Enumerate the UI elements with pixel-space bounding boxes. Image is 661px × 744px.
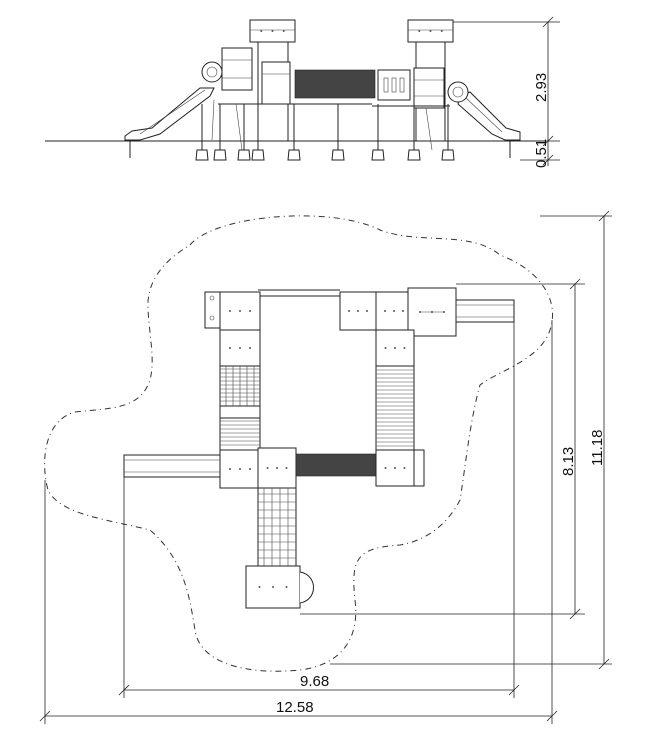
steering-panel bbox=[204, 291, 221, 329]
safety-zone-boundary bbox=[44, 215, 554, 672]
crawl-tunnel bbox=[294, 69, 376, 99]
left-slide-plan bbox=[123, 454, 221, 478]
elevation-deck-label: 0.51 bbox=[533, 139, 550, 168]
right-panel bbox=[413, 449, 425, 487]
elevation-height-label: 2.93 bbox=[533, 73, 550, 102]
left-tower-panel bbox=[221, 47, 253, 91]
plan-width-outer-label: 12.58 bbox=[276, 699, 314, 716]
plan-depth-outer-label: 11.18 bbox=[589, 430, 606, 466]
plan-view: 8.13 11.18 9.68 12.58 bbox=[39, 30, 612, 724]
right-slide-elevation bbox=[457, 91, 521, 141]
right-ladder bbox=[375, 365, 415, 451]
left-steering-wheel bbox=[201, 61, 223, 83]
plan-depth-inner-label: 8.13 bbox=[560, 447, 577, 476]
bottom-platform-arc bbox=[299, 571, 314, 604]
tunnel-plan bbox=[295, 453, 377, 477]
elevation-view: 2.93 0.51 bbox=[45, 16, 560, 168]
plan-width-inner-label: 9.68 bbox=[300, 673, 329, 690]
right-slide-plan bbox=[455, 299, 515, 323]
lower-net-ladder bbox=[257, 487, 297, 567]
